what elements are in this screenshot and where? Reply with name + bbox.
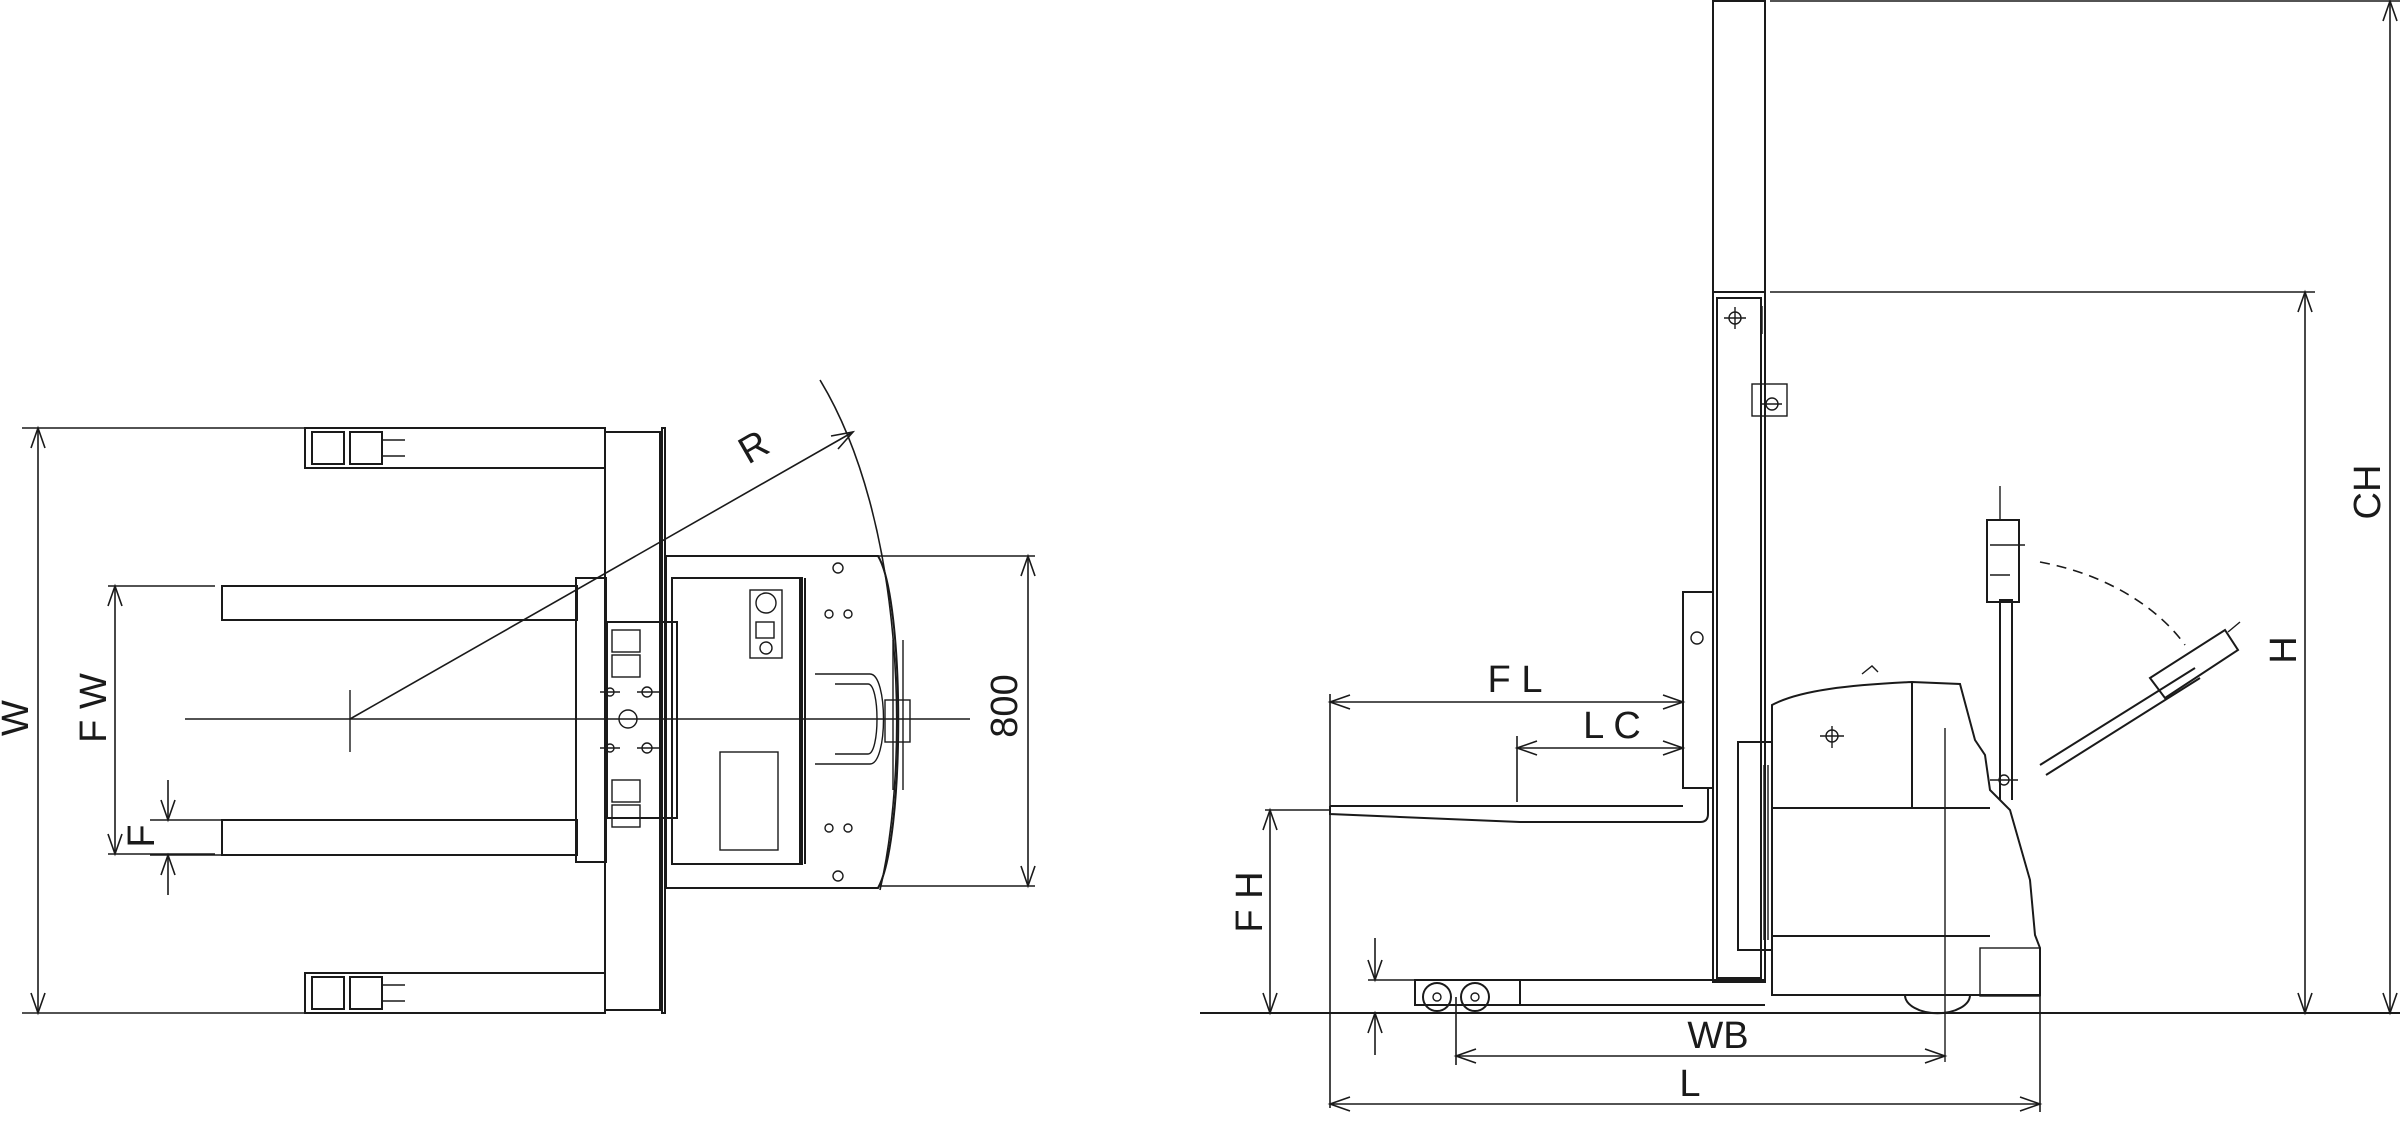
label-800: 800 (984, 674, 1026, 737)
carriage (1682, 591, 1714, 789)
label-FL: F L (1488, 659, 1543, 701)
dimension-WB (1453, 997, 1948, 1065)
truck-body-side (1771, 680, 2041, 996)
label-R: R (732, 423, 777, 473)
tiller-swing-arc (2039, 561, 2186, 646)
fork-lower (221, 819, 578, 856)
drive-wheel (1904, 994, 1971, 1015)
dimension-F (150, 780, 222, 895)
mast-frame (604, 431, 661, 1011)
dimension-H (1770, 289, 2315, 1016)
dimension-R (349, 379, 898, 891)
dimension-800 (855, 553, 1036, 889)
side-view: F L L C F H (1200, 0, 2400, 1112)
fork-upper (221, 585, 578, 621)
load-wheel-1 (1422, 982, 1452, 1012)
label-FW: F W (73, 673, 115, 743)
dimension-L (1327, 990, 2043, 1112)
label-CH: CH (2347, 465, 2389, 520)
load-wheel-2 (1460, 982, 1490, 1012)
label-FH: F H (1229, 871, 1271, 932)
label-LC: L C (1583, 705, 1641, 747)
dimension-FW (107, 583, 215, 857)
label-WB: WB (1687, 1015, 1748, 1057)
top-view: W F W F (0, 379, 1036, 1016)
label-F: F (121, 824, 163, 847)
tiller (1999, 599, 2013, 800)
label-L: L (1679, 1063, 1700, 1105)
dimension-FL (1327, 694, 1686, 1108)
dimension-CH (1770, 0, 2400, 1016)
dimension-FH (1262, 807, 1330, 1016)
label-H: H (2263, 636, 2305, 663)
battery-hatch (719, 751, 779, 851)
label-W: W (0, 700, 37, 736)
dimension-base-height (1367, 938, 1415, 1055)
control-panel (749, 589, 783, 659)
dimension-LC (1514, 736, 1686, 802)
fork-side (1329, 788, 1709, 823)
